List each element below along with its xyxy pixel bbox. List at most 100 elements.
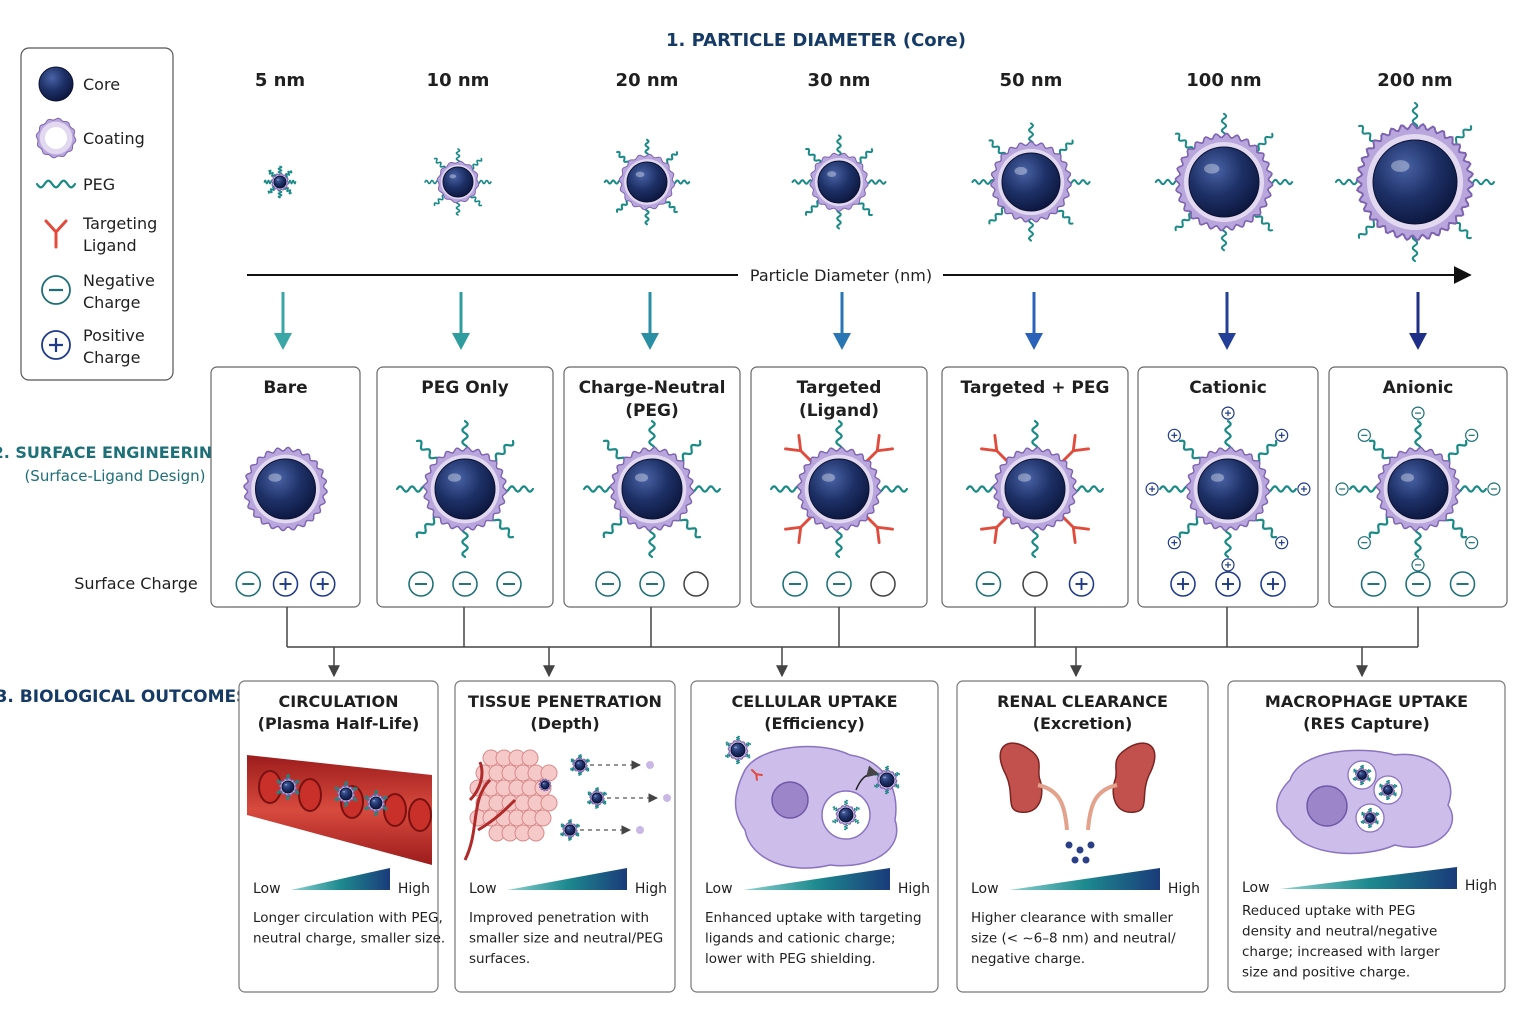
nanoparticle-icon	[1145, 406, 1311, 572]
legend-item-core: Core	[38, 66, 120, 102]
nanoparticle-icon	[276, 773, 300, 801]
legend-label: Ligand	[83, 236, 137, 255]
core-sphere-icon	[1383, 785, 1393, 795]
excreted-particle-icon	[1065, 841, 1073, 849]
peg-chain-icon	[415, 439, 440, 464]
peg-chain-icon	[1174, 132, 1194, 152]
core-highlight	[821, 473, 836, 482]
peg-chain-icon	[1028, 217, 1034, 242]
size-label: 10 nm	[427, 70, 490, 91]
peg-chain-icon	[1178, 439, 1203, 464]
nanoparticle-icon	[1352, 764, 1372, 786]
peg-chain-icon	[455, 200, 461, 216]
nanoparticle-icon	[396, 420, 534, 558]
outcome-title: CIRCULATION	[279, 692, 399, 711]
peg-chain-icon	[1224, 420, 1232, 453]
card-charge-neg-icon	[639, 571, 665, 597]
card-charge-neg-icon	[496, 571, 522, 597]
core-highlight	[1400, 473, 1415, 482]
peg-chain-icon	[1264, 485, 1297, 493]
high-label: High	[898, 881, 930, 897]
size-label: 200 nm	[1377, 70, 1452, 91]
down-arrow-icon	[641, 333, 659, 350]
red-blood-cell-icon	[383, 793, 407, 827]
card-charge-neg-icon	[235, 571, 262, 597]
core-highlight	[1014, 166, 1028, 176]
nanoparticle-icon	[1334, 101, 1496, 263]
peg-chain-icon	[1368, 514, 1393, 539]
peg-chain-icon	[455, 148, 461, 164]
right-kidney-icon	[1112, 742, 1156, 813]
outcome-illustration	[725, 735, 900, 869]
core-sphere-icon	[1004, 458, 1066, 520]
peg-chain-icon	[461, 420, 469, 453]
card-charge-neg-icon	[1360, 571, 1387, 597]
down-arrow-icon	[452, 333, 470, 350]
outcome-description: neutral charge, smaller size.	[253, 931, 445, 947]
surface-charge-dot-icon	[1465, 428, 1479, 442]
peg-chain-icon	[856, 199, 873, 217]
excreted-particle-icon	[1076, 846, 1084, 854]
outcome-description: Enhanced uptake with targeting	[705, 910, 922, 926]
legend-label: Charge	[83, 293, 140, 312]
card-title: Charge-Neutral	[579, 378, 726, 398]
peg-chain-icon	[644, 138, 650, 158]
outcome-description: Higher clearance with smaller	[971, 910, 1174, 926]
peg-chain-icon	[1414, 525, 1422, 558]
outcome-title: RENAL CLEARANCE	[997, 692, 1168, 711]
nanoparticle-icon	[971, 122, 1091, 242]
peg-chain-icon	[1031, 420, 1039, 453]
tissue-cell-icon	[540, 794, 558, 812]
peg-chain-icon	[461, 525, 469, 558]
peg-chain-icon	[433, 194, 446, 207]
faded-particle-icon	[646, 761, 654, 769]
tissue-cell-icon	[527, 824, 545, 842]
size-label: 30 nm	[808, 70, 871, 91]
high-label: High	[398, 881, 430, 897]
macrophage-nucleus-icon	[1306, 785, 1348, 827]
nanoparticle-icon	[1360, 807, 1380, 829]
peg-chain-icon	[644, 206, 650, 226]
low-label: Low	[469, 881, 497, 897]
peg-chain-icon	[476, 179, 492, 185]
core-sphere-icon	[879, 772, 895, 788]
peg-chain-icon	[864, 179, 887, 185]
peg-chain-icon	[424, 179, 440, 185]
core-sphere-icon	[1188, 146, 1260, 218]
low-high-ramp	[1009, 868, 1160, 890]
peg-chain-icon	[770, 485, 803, 493]
charge-ring	[683, 571, 709, 597]
core-sphere-icon	[339, 787, 353, 801]
card-charge-pos-icon	[1260, 571, 1286, 597]
peg-chain-icon	[648, 525, 656, 558]
ligand-icon	[44, 219, 68, 249]
outcome-title: (Efficiency)	[764, 714, 865, 733]
core-highlight	[1359, 772, 1362, 774]
diameter-axis-label: Particle Diameter (nm)	[750, 266, 932, 285]
charge-ring	[870, 571, 896, 597]
card-charge-pos-icon	[1170, 571, 1196, 597]
low-high-ramp	[291, 868, 390, 890]
card-title: Targeted + PEG	[961, 378, 1110, 398]
core-highlight	[1367, 815, 1370, 817]
core-highlight	[594, 795, 597, 797]
down-arrow-icon	[1025, 333, 1043, 350]
coating-hole	[45, 127, 67, 149]
legend-item-coating: Coating	[35, 117, 145, 159]
peg-chain-icon	[663, 198, 678, 214]
card-charge-neutral-icon	[870, 571, 896, 597]
core-sphere-icon	[255, 458, 316, 520]
card-charge-neg-icon	[826, 571, 852, 597]
core-sphere-icon	[1357, 770, 1367, 780]
core-sphere-icon	[564, 824, 576, 836]
core-highlight	[1017, 473, 1032, 482]
peg-chain-icon	[1253, 439, 1278, 464]
surface-charge-dot-icon	[1357, 536, 1371, 550]
surface-charge-dot-icon	[1167, 536, 1181, 550]
outcome-title: (Plasma Half-Life)	[258, 714, 420, 733]
card-title: Cationic	[1189, 378, 1267, 398]
nanoparticle-icon	[1378, 779, 1398, 801]
peg-chain-icon	[1055, 206, 1074, 225]
